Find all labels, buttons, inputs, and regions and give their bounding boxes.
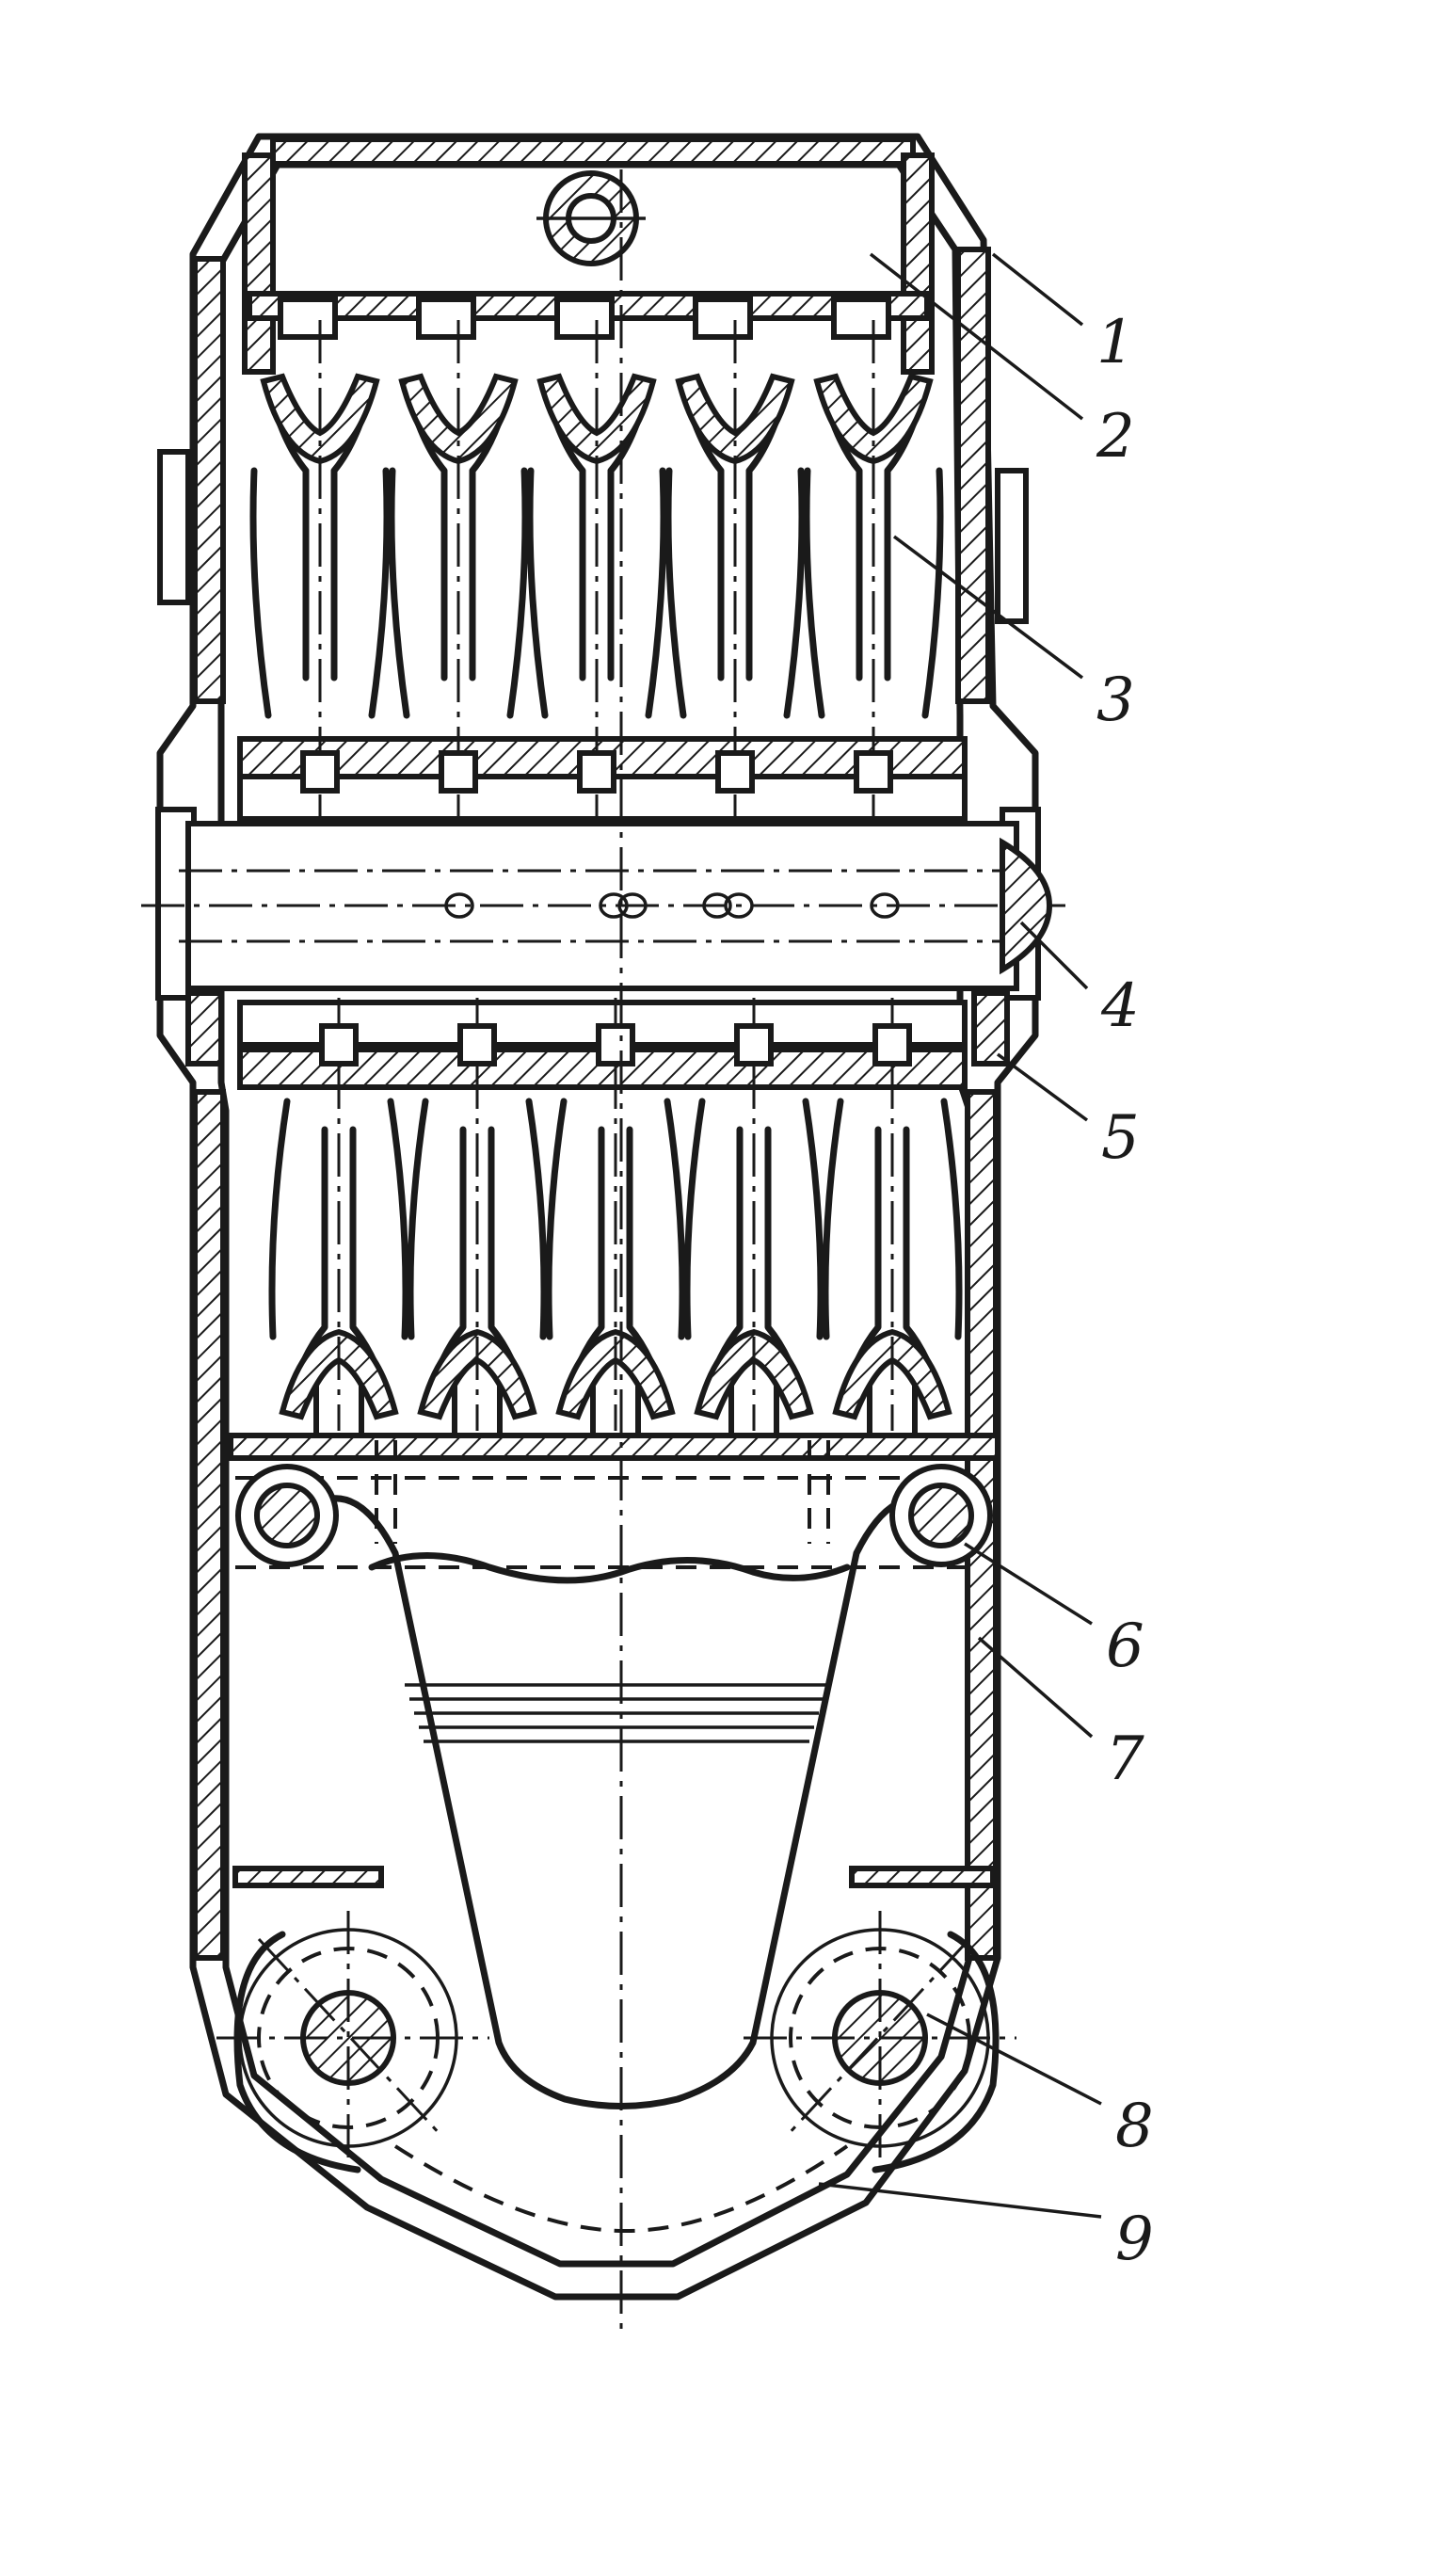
- callout-4: 4: [1100, 971, 1140, 1041]
- callout-6: 6: [1106, 1612, 1144, 1681]
- right-upper-pin: [908, 1483, 974, 1548]
- left-wall-lower: [192, 1089, 226, 1961]
- top-frame: [242, 152, 935, 375]
- upper-hub-bolt: [577, 750, 616, 794]
- upper-hub-bolt: [300, 750, 340, 794]
- upper-blade-tip: [398, 373, 519, 465]
- right-flange-upper: [995, 468, 1029, 624]
- lower-blade-tip: [694, 1328, 814, 1420]
- callout-2: 2: [1096, 402, 1135, 472]
- lower-blade-flank: [268, 1098, 409, 1340]
- upper-blade-tip: [260, 373, 380, 465]
- lower-blade-tip: [279, 1328, 399, 1420]
- shaft-end-nut: [1000, 837, 1053, 975]
- callout-9: 9: [1115, 2205, 1154, 2274]
- lower-hub-bolt: [872, 1023, 912, 1066]
- upper-spacer-block: [278, 297, 338, 340]
- lower-blade-flank: [683, 1098, 824, 1340]
- callout-leaders: [818, 252, 1102, 2219]
- upper-spacer-block: [831, 297, 891, 340]
- upper-blade-flank: [388, 467, 529, 719]
- lower-link: [233, 1931, 1000, 2173]
- lower-blade-row: [237, 998, 968, 1438]
- callout-7: 7: [1106, 1724, 1144, 1794]
- left-upper-pin: [254, 1483, 320, 1548]
- upper-spacer-block: [554, 297, 615, 340]
- upper-hub-bolt: [854, 750, 893, 794]
- right-wall-upper: [955, 247, 991, 704]
- lower-blade-tip: [417, 1328, 537, 1420]
- upper-blade-tip: [536, 373, 657, 465]
- callout-8: 8: [1115, 2092, 1154, 2161]
- lower-hub-bolt: [734, 1023, 774, 1066]
- lower-hub-bolt: [319, 1023, 359, 1066]
- upper-blade-tip: [675, 373, 795, 465]
- lower-blade-tip: [555, 1328, 676, 1420]
- upper-spacer-block: [693, 297, 753, 340]
- lower-hub-bolt: [596, 1023, 635, 1066]
- lower-blade-flank: [822, 1098, 963, 1340]
- left-wall-upper: [192, 256, 226, 704]
- upper-blade-row: [237, 297, 968, 822]
- lower-blade-flank: [545, 1098, 686, 1340]
- lower-blade-tip: [832, 1328, 952, 1420]
- callout-1: 1: [1096, 308, 1135, 377]
- upper-hub-bolt: [715, 750, 755, 794]
- upper-blade-flank: [664, 467, 806, 719]
- lower-blade-flank: [407, 1098, 548, 1340]
- upper-hub-bolt: [439, 750, 478, 794]
- top-cover-plate: [270, 136, 916, 167]
- callout-labels: 1 2 3 4 5 6 7 8 9: [1096, 308, 1154, 2274]
- left-flange-upper: [157, 449, 191, 605]
- main-shaft: [141, 821, 1073, 1066]
- upper-spacer-block: [416, 297, 476, 340]
- upper-blade-flank: [803, 467, 944, 719]
- lower-bar: [228, 1433, 1000, 1461]
- upper-blade-flank: [249, 467, 391, 719]
- lower-hub-bolt: [457, 1023, 497, 1066]
- callout-3: 3: [1096, 666, 1135, 735]
- callout-5: 5: [1101, 1103, 1140, 1173]
- upper-blade-tip: [813, 373, 934, 465]
- lower-linkage: [216, 169, 1016, 2334]
- upper-blade-flank: [526, 467, 667, 719]
